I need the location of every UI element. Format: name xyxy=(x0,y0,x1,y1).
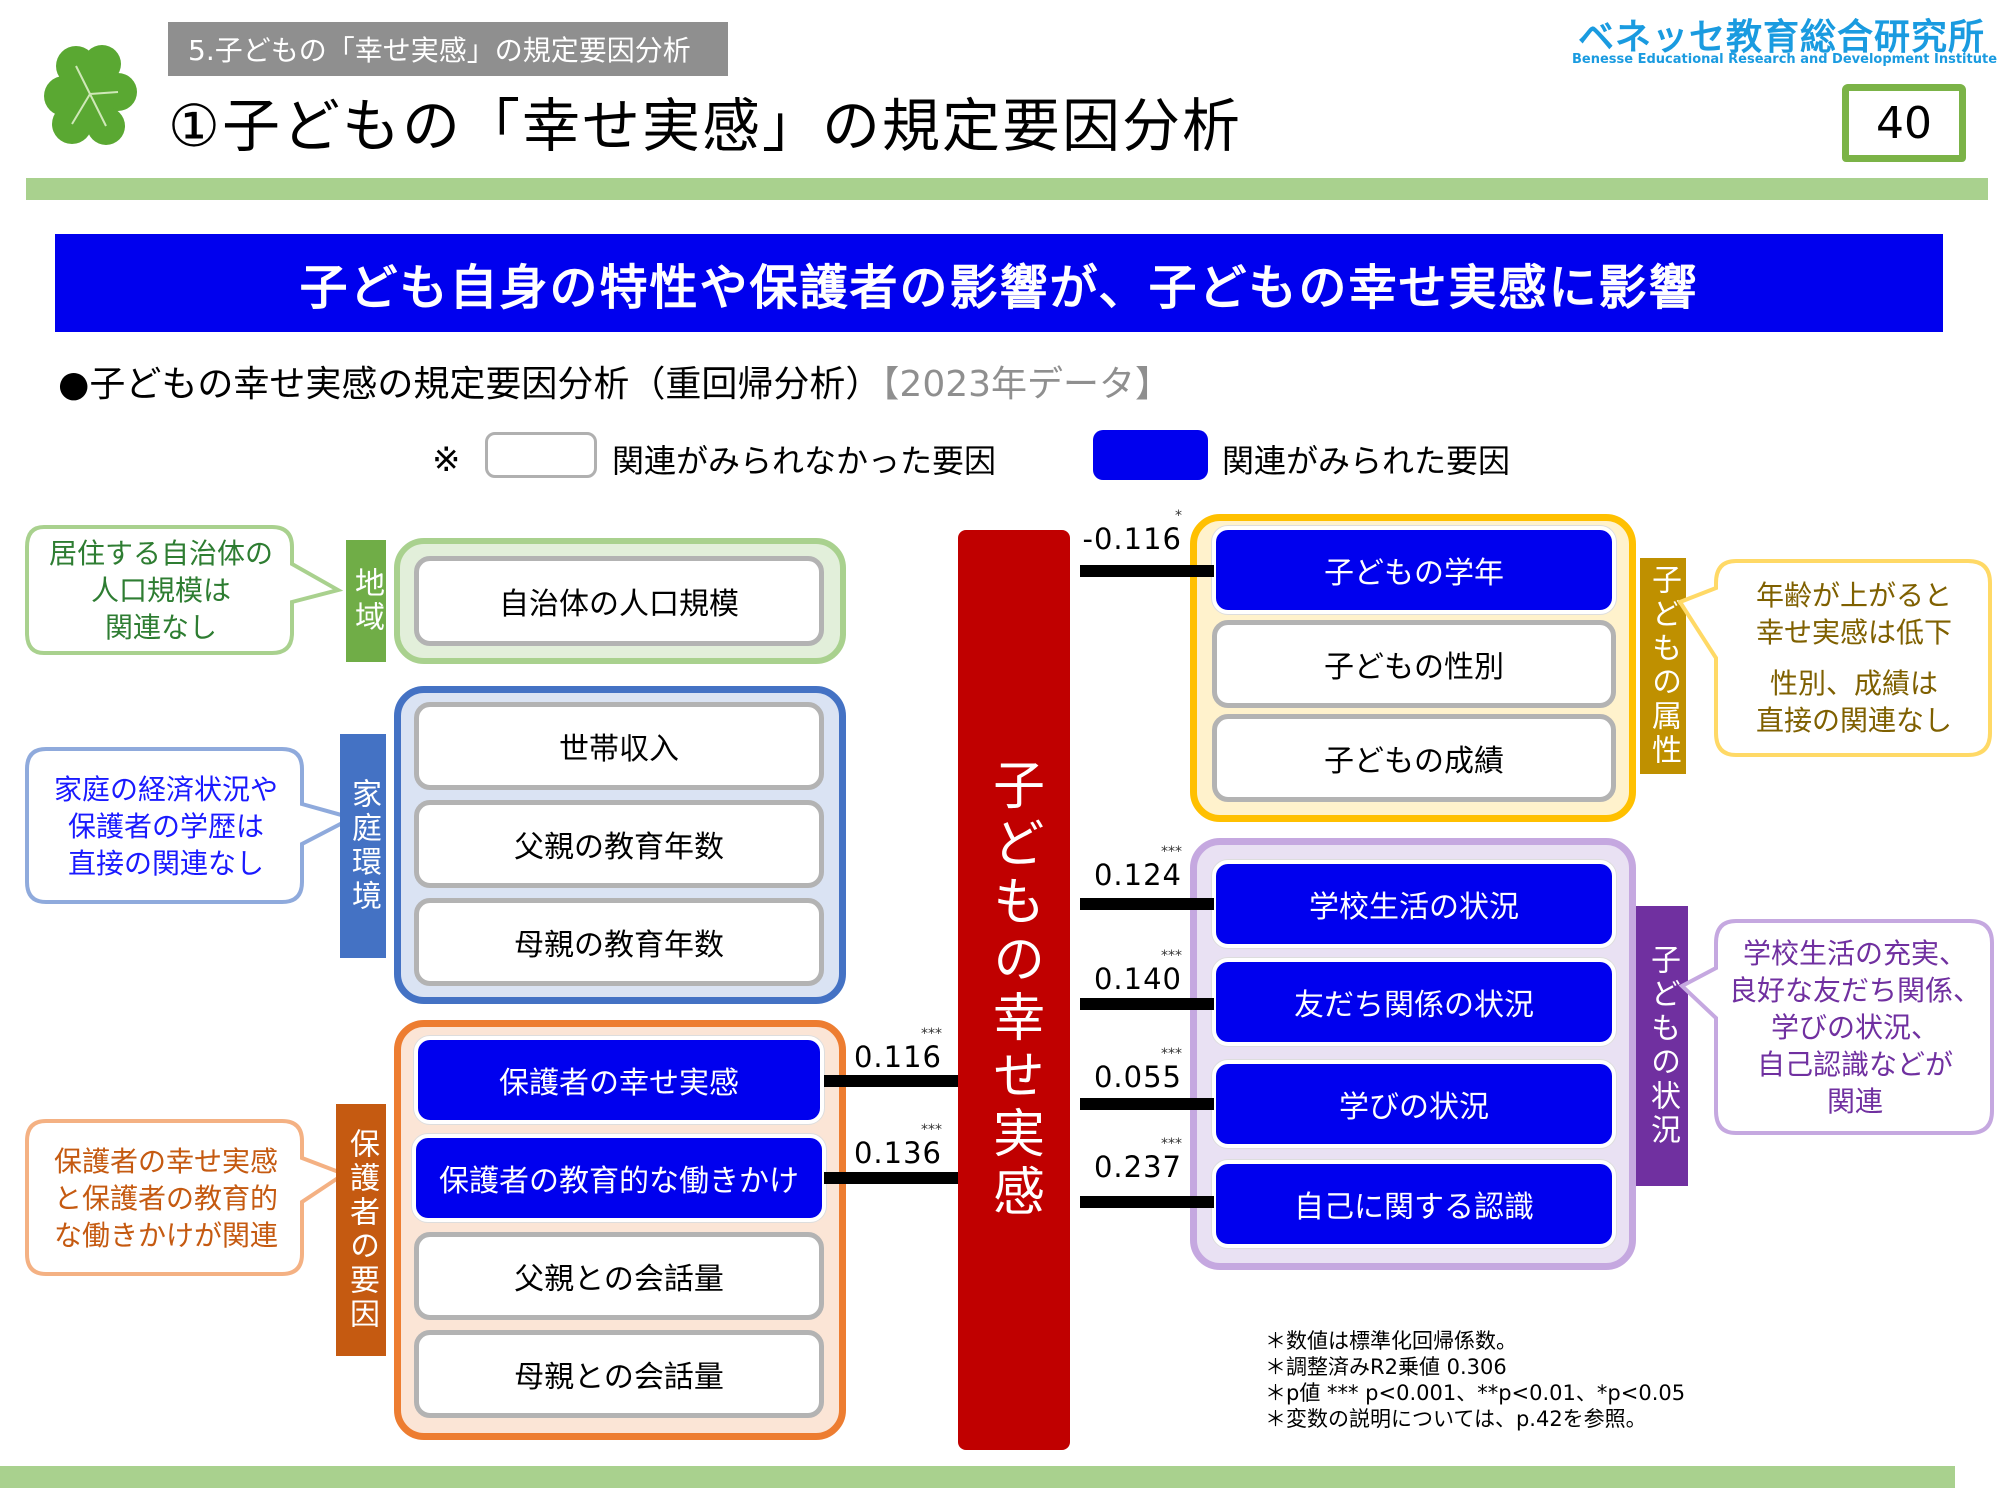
chart-subtitle: ●子どもの幸せ実感の規定要因分析（重回帰分析）【2023年データ】 xyxy=(58,355,1171,407)
bubble-line: 居住する自治体の xyxy=(48,536,273,570)
bubble-line: 関連なし xyxy=(104,610,217,644)
factor-learning: 学びの状況 xyxy=(1212,1060,1616,1148)
bubble-line: 人口規模は xyxy=(90,573,231,607)
coefficient-label: 0.116 xyxy=(853,1040,942,1074)
footnotes: ＊数値は標準化回帰係数。 ＊調整済みR2乗値 0.306 ＊p値 *** p<0… xyxy=(1265,1328,1685,1432)
factor-self-perception: 自己に関する認識 xyxy=(1212,1160,1616,1248)
link-child-grade xyxy=(1080,565,1214,577)
legend-swatch-not-related xyxy=(485,432,597,478)
brand-logo-en: Benesse Educational Research and Develop… xyxy=(1572,52,1998,67)
group-tab-region: 地域 xyxy=(346,540,386,662)
bubble-parent-text: 保護者の幸せ実感 と保護者の教育的 な働きかけが関連 xyxy=(30,1124,302,1272)
page-title: ①子どもの「幸せ実感」の規定要因分析 xyxy=(168,92,1242,160)
significance-stars: * xyxy=(1175,508,1182,524)
coefficient-label: 0.140 xyxy=(1093,962,1182,996)
factor-parent-happiness: 保護者の幸せ実感 xyxy=(414,1036,824,1124)
link-friendships xyxy=(1080,998,1214,1010)
significance-stars: *** xyxy=(921,1122,942,1138)
coefficient-label: 0.055 xyxy=(1093,1060,1182,1094)
coefficient-label: -0.116 xyxy=(1082,522,1182,556)
significance-stars: *** xyxy=(1161,1136,1182,1152)
bubble-line: 直接の関連なし xyxy=(67,846,264,880)
bubble-child-state xyxy=(1678,919,1994,1135)
significance-stars: *** xyxy=(1161,1046,1182,1062)
significance-stars: *** xyxy=(1161,844,1182,860)
section-tag: 5.子どもの「幸せ実感」の規定要因分析 xyxy=(168,22,728,76)
legend-label-not-related: 関連がみられなかった要因 xyxy=(612,442,997,480)
factor-child-gender: 子どもの性別 xyxy=(1212,620,1616,708)
bubble-child-state-text: 学校生活の充実、 良好な友だち関係、 学びの状況、 自己認識などが 関連 xyxy=(1718,924,1992,1130)
footnote: ＊p値 *** p<0.001、**p<0.01、*p<0.05 xyxy=(1265,1381,1686,1405)
link-self-perception xyxy=(1080,1196,1214,1208)
link-parent-involvement xyxy=(824,1172,958,1184)
bubble-line: 直接の関連なし xyxy=(1755,704,1952,737)
factor-parent-educational-involvement: 保護者の教育的な働きかけ xyxy=(412,1134,826,1222)
subtitle-year: 【2023年データ】 xyxy=(881,364,1172,405)
bottom-divider xyxy=(0,1466,1955,1488)
factor-friendships: 友だち関係の状況 xyxy=(1212,958,1616,1046)
factor-father-education: 父親の教育年数 xyxy=(414,800,824,888)
factor-municipality-population: 自治体の人口規模 xyxy=(414,556,824,646)
bubble-line: 家庭の経済状況や xyxy=(53,772,278,806)
factor-child-grade: 子どもの学年 xyxy=(1212,526,1616,614)
factor-household-income: 世帯収入 xyxy=(414,702,824,790)
bubble-line: 自己認識などが xyxy=(1756,1047,1953,1081)
clover-logo-icon xyxy=(44,45,137,145)
legend-label-related: 関連がみられた要因 xyxy=(1222,442,1511,480)
bubble-line: 関連 xyxy=(1826,1084,1883,1118)
bubble-line: と保護者の教育的 xyxy=(53,1181,278,1215)
significance-stars: *** xyxy=(1161,948,1182,964)
factor-school-life: 学校生活の状況 xyxy=(1212,860,1616,948)
legend-note-mark: ※ xyxy=(432,440,461,480)
bubble-line: 年齢が上がると xyxy=(1755,579,1952,612)
brand-logo-jp: ベネッセ教育総合研究所 xyxy=(1578,17,1986,58)
footnote: ＊変数の説明については、p.42を参照。 xyxy=(1265,1407,1647,1431)
bubble-child-attributes-text: 年齢が上がると 幸せ実感は低下 性別、成績は 直接の関連なし xyxy=(1718,566,1990,750)
coefficient-label: 0.136 xyxy=(853,1136,942,1170)
link-school-life xyxy=(1080,898,1214,910)
bubble-region xyxy=(25,525,344,655)
group-tab-parent: 保護者の要因 xyxy=(336,1104,386,1356)
top-divider xyxy=(26,178,1988,200)
bubble-line: 幸せ実感は低下 xyxy=(1755,616,1952,649)
factor-mother-education: 母親の教育年数 xyxy=(414,898,824,986)
bubble-line: 良好な友だち関係、 xyxy=(1728,973,1981,1007)
bubble-child-attributes xyxy=(1678,559,1992,757)
bubble-line: 学びの状況、 xyxy=(1770,1010,1939,1044)
bubble-parent xyxy=(25,1119,344,1276)
bubble-line: な働きかけが関連 xyxy=(53,1218,278,1252)
page-number: 40 xyxy=(1842,84,1966,162)
headline-banner: 子ども自身の特性や保護者の影響が、子どもの幸せ実感に影響 xyxy=(55,234,1943,332)
factor-conversation-mother: 母親との会話量 xyxy=(414,1330,824,1418)
group-tab-child-state: 子どもの状況 xyxy=(1636,906,1688,1186)
group-tab-child-attributes: 子どもの属性 xyxy=(1640,558,1686,774)
legend-swatch-related xyxy=(1093,430,1208,480)
bubble-line: 学校生活の充実、 xyxy=(1742,936,1967,970)
significance-stars: *** xyxy=(921,1026,942,1042)
link-parent-happiness xyxy=(824,1075,958,1087)
coefficient-label: 0.237 xyxy=(1093,1150,1182,1184)
group-tab-home: 家庭環境 xyxy=(340,734,386,958)
footnote: ＊数値は標準化回帰係数。 xyxy=(1265,1329,1517,1353)
factor-child-grades: 子どもの成績 xyxy=(1212,714,1616,802)
factor-conversation-father: 父親との会話量 xyxy=(414,1232,824,1320)
coefficient-label: 0.124 xyxy=(1093,858,1182,892)
subtitle-text: ●子どもの幸せ実感の規定要因分析（重回帰分析） xyxy=(58,364,882,405)
footnote: ＊調整済みR2乗値 0.306 xyxy=(1265,1355,1507,1379)
link-learning xyxy=(1080,1098,1214,1110)
bubble-line: 性別、成績は xyxy=(1769,667,1938,700)
bubble-home xyxy=(25,747,344,904)
outcome-child-happiness: 子どもの幸せ実感 xyxy=(958,530,1070,1450)
bubble-line: 保護者の幸せ実感 xyxy=(53,1144,278,1178)
bubble-region-text: 居住する自治体の 人口規模は 関連なし xyxy=(30,528,292,652)
bubble-home-text: 家庭の経済状況や 保護者の学歴は 直接の関連なし xyxy=(30,752,302,900)
bubble-line: 保護者の学歴は xyxy=(67,809,264,843)
